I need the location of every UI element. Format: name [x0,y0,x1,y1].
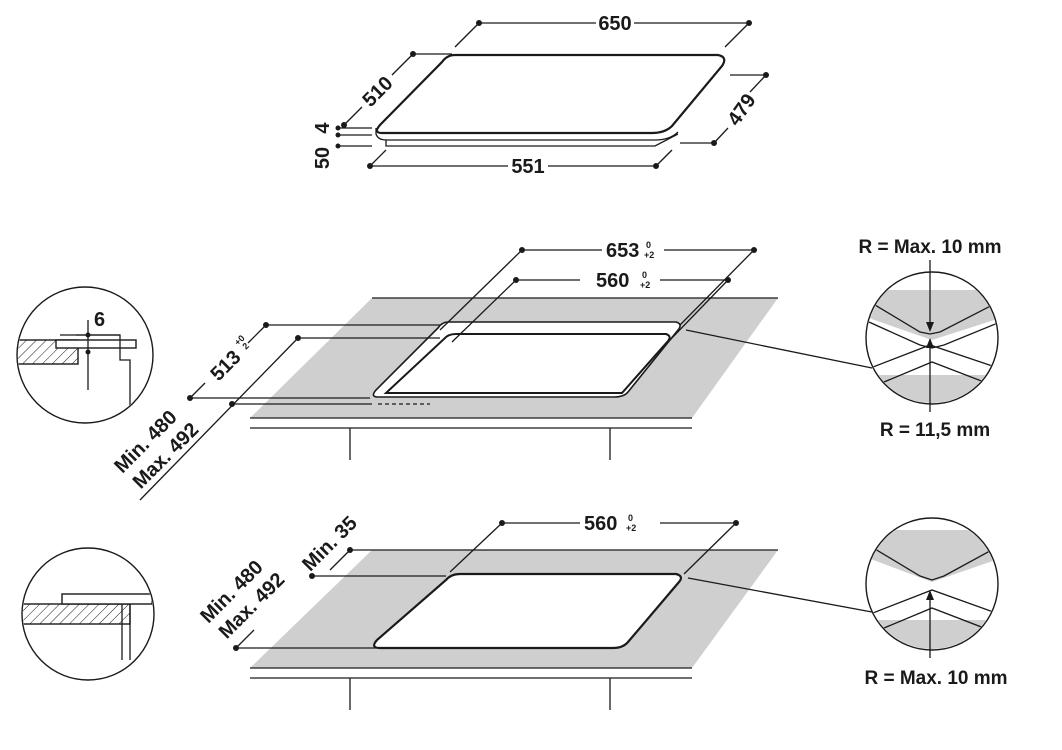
dim-hob-bottom-depth: 479 [723,90,760,130]
hob-glass-top [375,53,726,135]
dim-hob-width: 650 [598,13,631,35]
svg-text:0: 0 [628,513,633,523]
svg-text:0: 0 [646,240,651,250]
radius-outer-label: R = Max. 10 mm [858,237,1001,258]
hob-base [385,133,679,147]
rebate-detail-circle: 6 [16,286,154,424]
corner-radius-detail-surface: R = Max. 10 mm [687,517,1008,689]
flush-mount-drawing: 653 0 +2 560 0 +2 513 +0 2 Min. 480 Max.… [16,237,1002,501]
inner-cutout [383,333,671,394]
svg-text:0: 0 [642,270,647,280]
radius-surface-label: R = Max. 10 mm [864,668,1007,689]
dim-inner-width: 560 [596,270,629,292]
radius-inner-label: R = 11,5 mm [880,420,990,441]
dim-outer-depth: 513 [206,346,245,385]
dim-hob-height: 50 [312,147,334,169]
hob-dimension-drawing: 650 510 4 50 551 479 [312,13,769,178]
dim-min-edge: Min. 35 [298,512,361,575]
svg-text:2: 2 [240,341,251,352]
surface-mount-drawing: 560 0 +2 Min. 35 Min. 480 Max. 492 [21,512,1008,710]
svg-text:+2: +2 [626,523,636,533]
surface-cutout [373,572,683,650]
dim-glass-thickness: 4 [312,122,334,134]
dim-outer-width: 653 [606,240,639,262]
svg-text:+2: +2 [644,250,654,260]
dim-surface-cut-width: 560 [584,513,617,535]
dim-rebate-depth: 6 [94,309,105,331]
surface-detail-circle [21,547,155,681]
dim-hob-depth: 510 [358,72,397,111]
svg-text:+2: +2 [640,280,650,290]
dim-hob-bottom-width: 551 [511,156,544,178]
